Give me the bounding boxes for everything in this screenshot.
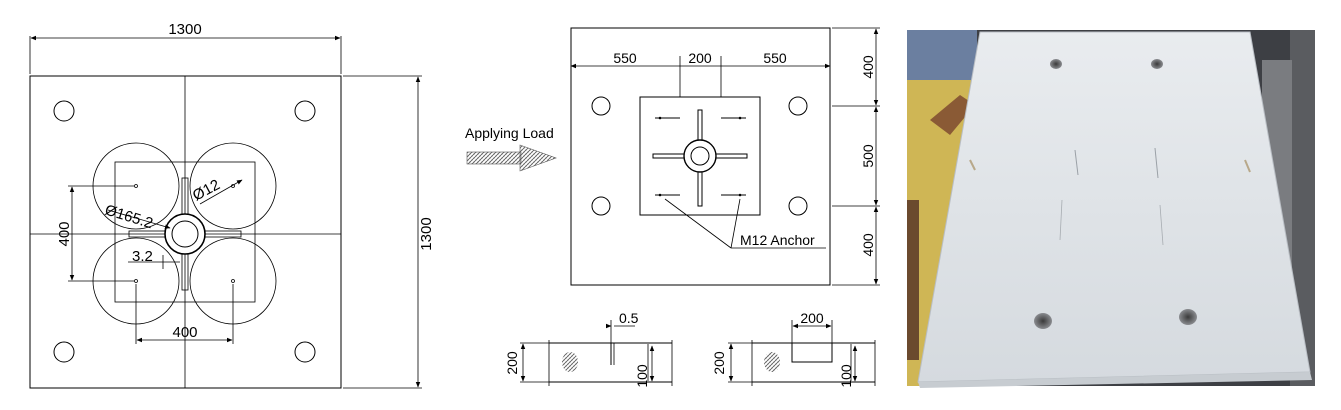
section-right-depth-label: 100 <box>838 364 854 388</box>
gap-dim-label: 0.5 <box>619 310 639 326</box>
bolt-hole <box>591 196 611 216</box>
concrete-slab <box>917 31 1311 383</box>
section-left-drawing: 0.5 200 100 <box>504 310 673 388</box>
failure-circle <box>189 142 277 230</box>
section-left-depth-label: 100 <box>634 364 650 388</box>
applying-load-arrow: Applying Load <box>465 125 557 172</box>
left-plan-drawing: 1300 1300 400 <box>29 21 435 389</box>
top-dim-right: 550 <box>763 50 787 66</box>
section-left-height-label: 200 <box>504 351 520 375</box>
right-dim-middle: 500 <box>860 144 876 168</box>
slot-width-label: 3.2 <box>132 248 153 265</box>
right-dim-bottom: 400 <box>860 233 876 257</box>
slab-outline <box>29 75 342 389</box>
bolt-hole <box>591 96 611 116</box>
section-right-drawing: 200 200 100 <box>711 310 876 388</box>
bolt-hole <box>294 100 316 122</box>
diameter-large-label: Ø165.2 <box>103 202 155 233</box>
bolt-hole <box>294 341 316 363</box>
anchor-spacing-h-label: 400 <box>172 324 197 341</box>
photo-hole <box>1151 59 1163 69</box>
loading-plate <box>114 161 256 303</box>
center-pipe-middle <box>683 139 717 173</box>
bolt-hole <box>788 96 808 116</box>
photo-hole <box>1034 313 1052 329</box>
loading-plate-middle <box>639 96 761 216</box>
slab-outline-middle <box>570 27 831 286</box>
section-right-height-label: 200 <box>711 351 727 375</box>
right-dim-top: 400 <box>860 55 876 79</box>
section-right-width-label: 200 <box>800 310 824 326</box>
height-dimension-label: 1300 <box>418 217 435 250</box>
anchor-label: M12 Anchor <box>740 232 815 248</box>
middle-plan-drawing: 550 200 550 400 500 400 <box>570 27 880 286</box>
bolt-hole <box>788 196 808 216</box>
photo-hole <box>1179 309 1197 325</box>
bolt-hole <box>53 100 75 122</box>
top-dim-center: 200 <box>688 50 712 66</box>
specimen-photo <box>907 30 1315 388</box>
width-dimension-label: 1300 <box>168 21 201 38</box>
center-pipe <box>164 213 206 255</box>
top-dim-left: 550 <box>613 50 637 66</box>
anchor-spacing-v-label: 400 <box>56 221 73 246</box>
loading-block <box>791 342 833 363</box>
bolt-hole <box>53 341 75 363</box>
applying-load-label: Applying Load <box>465 125 554 141</box>
photo-hole <box>1050 59 1062 69</box>
